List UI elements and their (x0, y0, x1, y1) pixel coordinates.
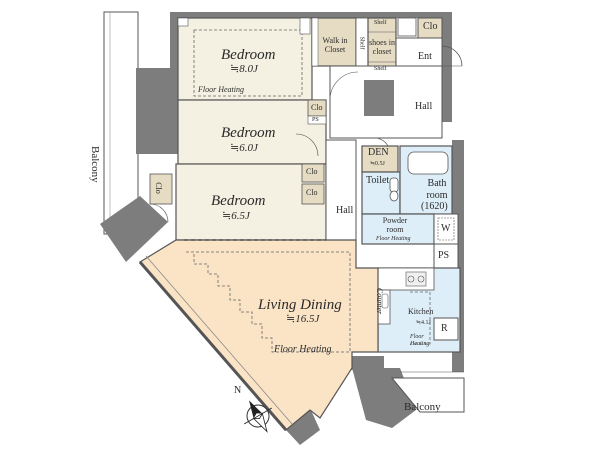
shelf-label-side: Shelf (358, 36, 365, 50)
toilet-bowl (389, 177, 399, 193)
bedroom-3-area (175, 163, 327, 241)
hall-lower-label: Hall (336, 205, 354, 216)
walk-in-closet-label: Walk in Closet (322, 36, 348, 55)
bedroom-2-size: ≒6.0J (230, 142, 258, 154)
bathtub (407, 151, 449, 175)
closet-bedroom3-label: Clo (306, 188, 318, 197)
sink (381, 293, 389, 309)
den-size: ≒0.5J (370, 161, 385, 167)
closet-bedroom2-label: Clo (306, 167, 318, 176)
bedroom-2-area (177, 99, 327, 165)
shoes-closet-label: shoes in closet (369, 38, 395, 57)
den-area (361, 145, 399, 173)
closet-bedroom2 (301, 163, 325, 183)
living-floor-heating: Floor Heating (274, 344, 332, 355)
cooktop (405, 271, 427, 287)
closet-bedroom1-label: Clo (311, 103, 323, 112)
kitchen-label: Kitchen (408, 307, 434, 316)
bedroom-1-label: Bedroom (221, 47, 276, 63)
shoes-closet (367, 17, 397, 75)
powder-room-label: Powder room (382, 216, 408, 234)
powder-floor-heating: Floor Heating (376, 236, 411, 242)
counter-label: Counter (375, 287, 385, 315)
living-dining-size: ≒16.5J (286, 313, 320, 325)
shelf-label-bottom: Shelf (374, 66, 387, 72)
hall-upper-label: Hall (415, 101, 433, 112)
washer-label: W (441, 223, 451, 234)
shelf-label-top: Shelf (374, 20, 387, 26)
closet-west-label: Clo (153, 182, 163, 194)
den-label: DEN (368, 147, 389, 158)
fridge-space (433, 317, 459, 341)
kitchen-size: ≒4.1J (416, 320, 431, 326)
toilet-label: Toilet (366, 175, 390, 186)
bedroom-1-floor-heating: Floor Heating (198, 85, 244, 94)
closet-west (149, 173, 173, 205)
bedroom-3-size: ≒6.5J (222, 210, 250, 222)
balcony-south-label: Balcony (404, 401, 441, 413)
kitchen-floor-heating: Floor Heating (410, 334, 430, 347)
powder-room (361, 213, 435, 245)
ps-label-bedroom: PS (312, 117, 319, 123)
entrance-closet-label: Clo (423, 21, 438, 32)
bedroom-2-label: Bedroom (221, 125, 276, 141)
living-dining-label: Living Dining (258, 297, 342, 313)
bedroom-3-label: Bedroom (211, 193, 266, 209)
compass-n-label: N (234, 385, 242, 396)
fridge-label: R (441, 323, 448, 334)
bath-label: Bath room (426, 178, 448, 201)
ps-label: PS (438, 250, 450, 261)
bedroom-1-size: ≒8.0J (230, 63, 258, 75)
living-dining-area (139, 239, 379, 431)
balcony-west-label: Balcony (89, 146, 101, 183)
closet-bedroom3 (301, 183, 325, 205)
entrance-label: Ent (418, 51, 432, 62)
compass (243, 400, 273, 433)
bath-size: (1620) (421, 201, 448, 212)
balcony-west (103, 11, 139, 235)
